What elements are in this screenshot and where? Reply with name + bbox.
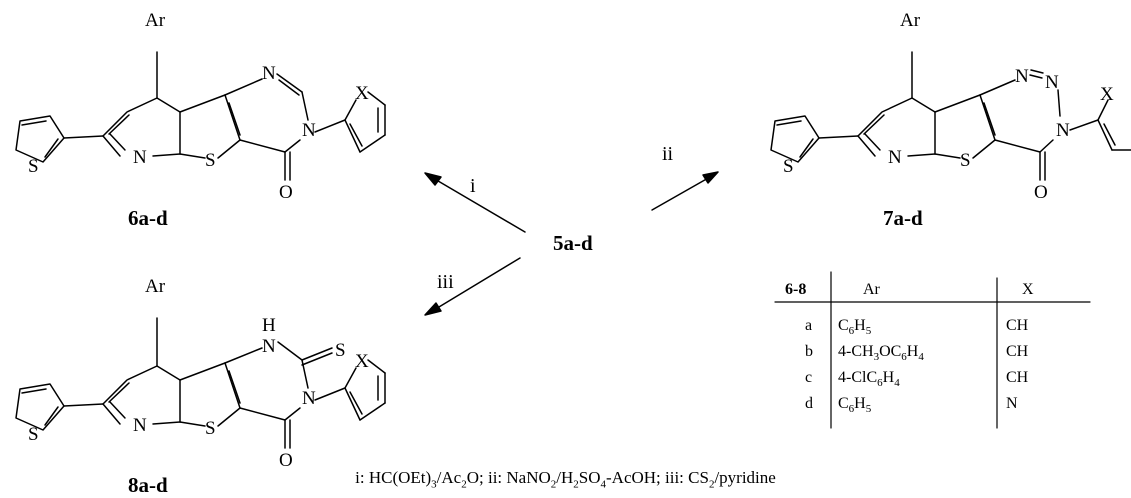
arrow-i xyxy=(424,172,526,233)
c6-ar-label: Ar xyxy=(145,10,166,31)
table-header-ar: Ar xyxy=(863,281,881,298)
table-row-d-id: d xyxy=(805,395,813,412)
c8-ar-label: Ar xyxy=(145,276,166,297)
c8-x-label: X xyxy=(355,351,369,372)
compound-6-structure xyxy=(15,51,386,181)
c7-triazine-n1: N xyxy=(1015,66,1029,87)
arrow-iii xyxy=(424,257,521,316)
compound-5-label: 5a-d xyxy=(553,231,593,255)
c7-pyridine-n: N xyxy=(888,147,902,168)
compound-7-structure xyxy=(770,51,1131,181)
table-row-b-id: b xyxy=(805,343,813,360)
c7-triazine-n2: N xyxy=(1045,72,1059,93)
c6-carbonyl-o: O xyxy=(279,182,293,203)
c8-nh-n: N xyxy=(262,336,276,357)
substituent-table-lines xyxy=(774,271,1091,429)
reaction-conditions: i: HC(OEt)3/Ac2O; ii: NaNO2/H2SO4-AcOH; … xyxy=(355,468,776,491)
table-row-b-ar: 4-CH3OC6H4 xyxy=(838,343,924,363)
table-row-c-id: c xyxy=(805,369,812,386)
c7-x-label: X xyxy=(1100,84,1114,105)
table-row-c-ar: 4-ClC6H4 xyxy=(838,369,900,389)
c8-pyridine-n: N xyxy=(133,415,147,436)
c6-pyrimidine-n: N xyxy=(262,63,276,84)
c8-thieno-s: S xyxy=(205,418,216,439)
compound-8-label: 8a-d xyxy=(128,473,168,497)
table-row-a-ar: C6H5 xyxy=(838,317,872,337)
c7-thieno-s: S xyxy=(960,150,971,171)
c8-carbonyl-o: O xyxy=(279,450,293,471)
arrow-ii-label: ii xyxy=(662,143,674,165)
table-row-b-x: CH xyxy=(1006,343,1029,360)
substituent-table: 6-8 Ar X a C6H5 CH b 4-CH3OC6H4 CH c 4-C… xyxy=(785,281,1034,415)
table-row-d-x: N xyxy=(1006,395,1018,412)
table-row-d-ar: C6H5 xyxy=(838,395,872,415)
c6-thieno-s: S xyxy=(205,150,216,171)
c6-thiophene-s: S xyxy=(28,156,39,177)
c6-pyridine-n: N xyxy=(133,147,147,168)
table-row-c-x: CH xyxy=(1006,369,1029,386)
arrow-i-label: i xyxy=(470,175,476,197)
table-row-a-id: a xyxy=(805,317,812,334)
c8-thiophene-s: S xyxy=(28,424,39,445)
c6-x-label: X xyxy=(355,83,369,104)
compound-6-label: 6a-d xyxy=(128,206,168,230)
c7-carbonyl-o: O xyxy=(1034,182,1048,203)
c7-ar-label: Ar xyxy=(900,10,921,31)
c8-nh-h: H xyxy=(262,315,276,336)
compound-7-label: 7a-d xyxy=(883,206,923,230)
c7-thiophene-s: S xyxy=(783,156,794,177)
c6-amide-n: N xyxy=(302,120,316,141)
arrow-iii-label: iii xyxy=(437,271,454,293)
c7-triazine-n3: N xyxy=(1056,120,1070,141)
c8-amide-n: N xyxy=(302,388,316,409)
table-row-a-x: CH xyxy=(1006,317,1029,334)
table-header-id: 6-8 xyxy=(785,281,806,298)
c8-thione-s: S xyxy=(335,340,346,361)
compound-8-structure xyxy=(15,317,386,449)
arrow-ii xyxy=(651,171,719,211)
table-header-x: X xyxy=(1022,281,1034,298)
